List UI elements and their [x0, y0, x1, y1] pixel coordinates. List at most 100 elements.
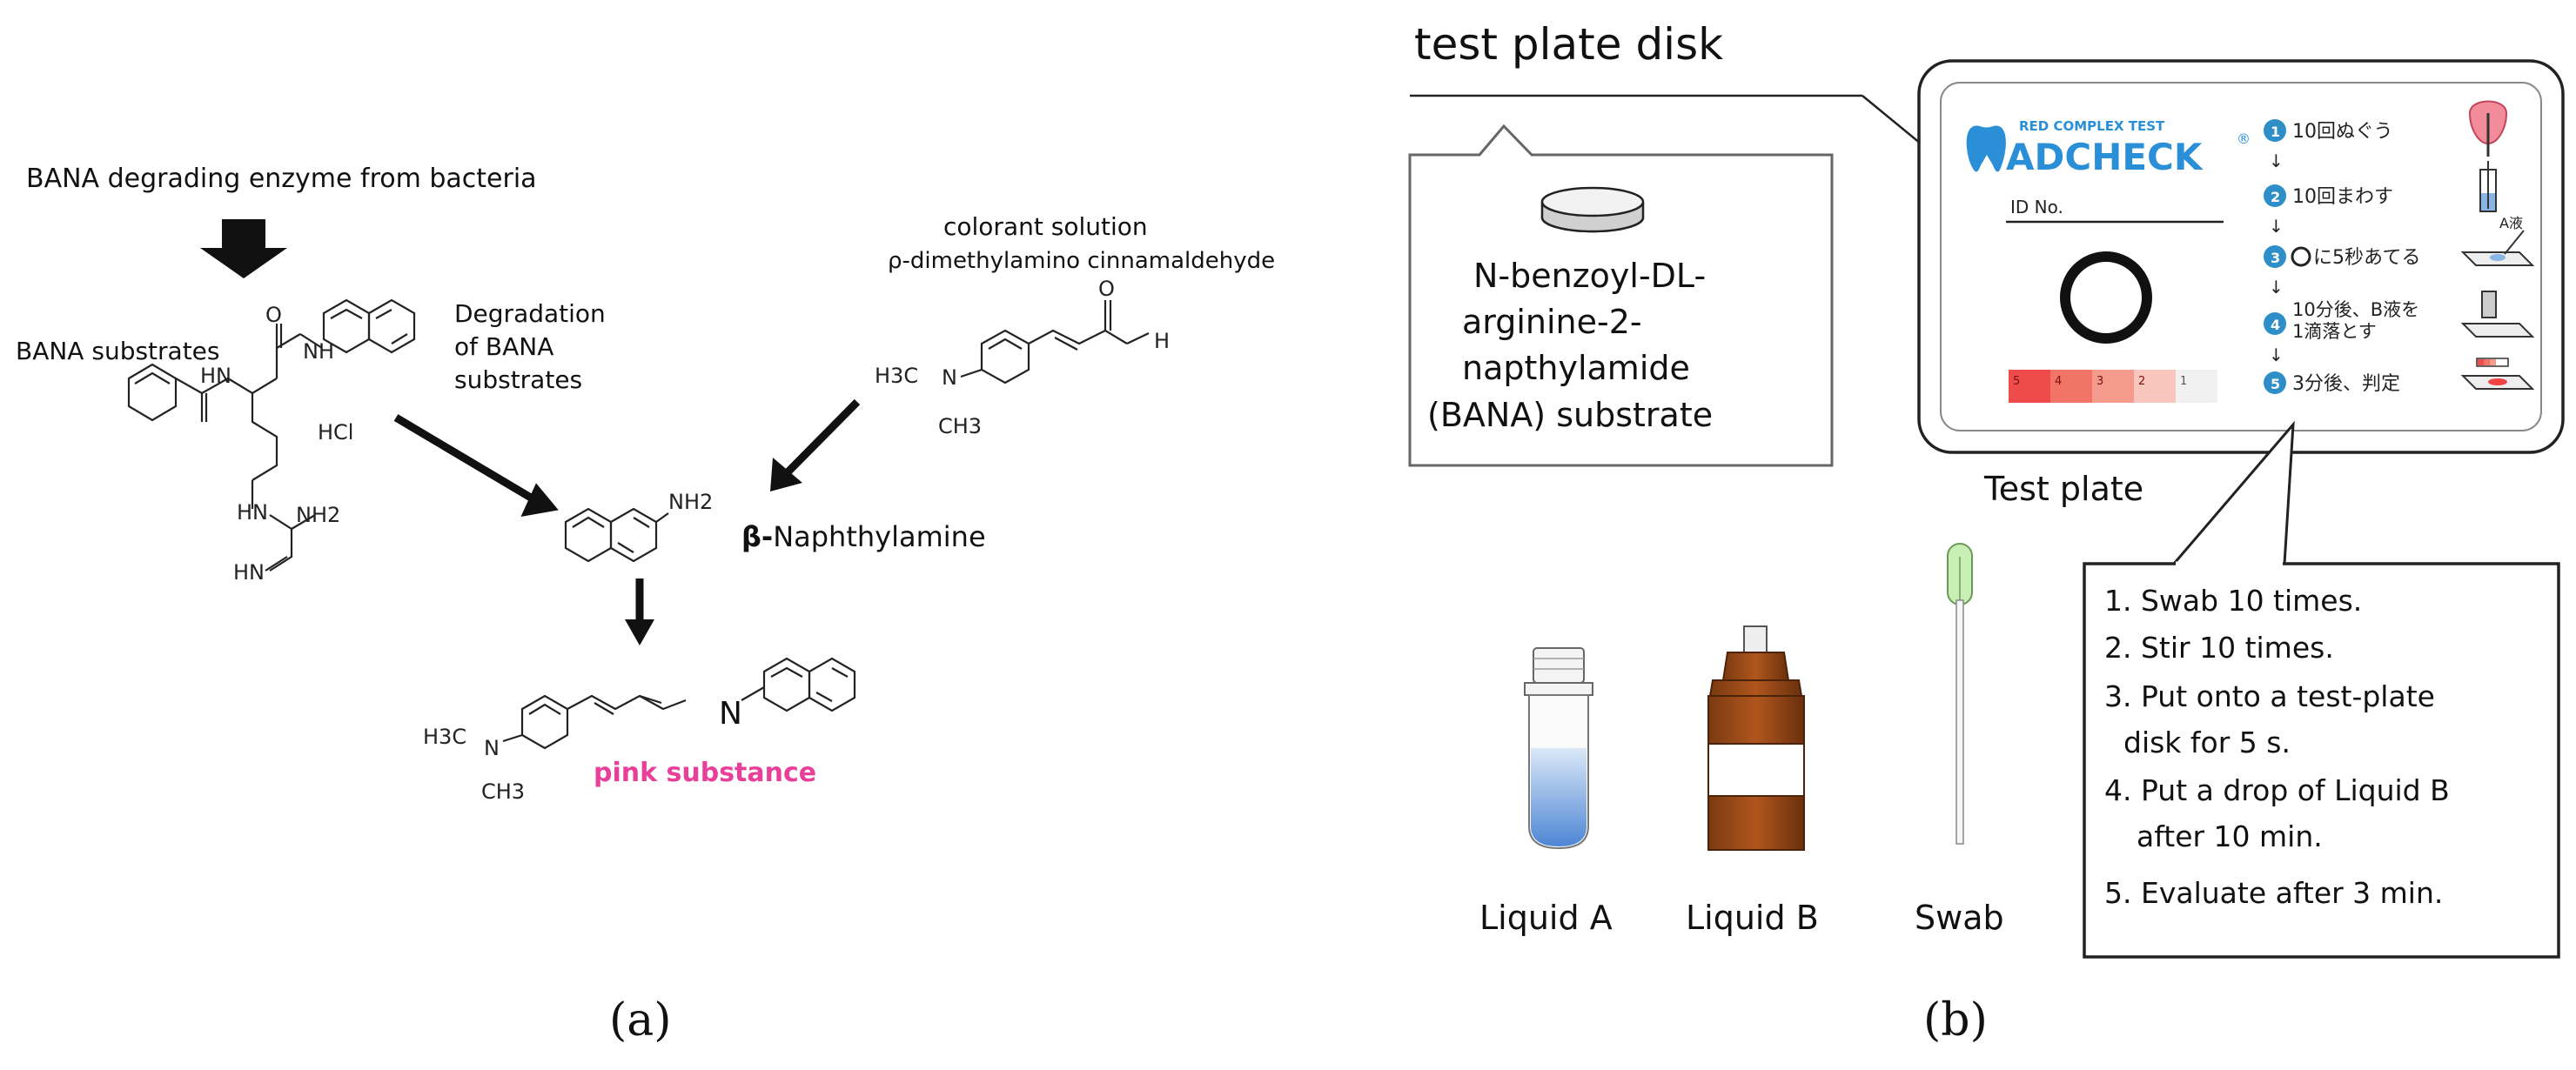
pink-substance-label: pink substance	[594, 758, 816, 788]
atom-hn1: HN	[200, 364, 231, 388]
tooth-logo	[1966, 125, 2006, 172]
step-4-num: 4	[2271, 317, 2280, 333]
step-2-num: 2	[2271, 189, 2280, 205]
atom-hn2: HN	[237, 500, 268, 525]
disk-desc-line4: (BANA) substrate	[1427, 396, 1713, 434]
panel-b: test plate disk N-benzoyl-DL- arginine-2…	[1408, 19, 2565, 1047]
bana-substrates-label: BANA substrates	[16, 337, 220, 365]
atom-nh2-amine: NH2	[668, 490, 713, 514]
color-scale: 5 4 3 2 1	[2009, 370, 2217, 403]
scale-label-5: 5	[2013, 375, 2020, 388]
bana-structure	[127, 298, 416, 572]
step-3-jp: に5秒あてる	[2313, 247, 2421, 269]
scale-4	[2050, 370, 2092, 403]
liquid-b-bottle	[1707, 625, 1805, 851]
instruction-4a: 4. Put a drop of Liquid B	[2104, 773, 2450, 807]
instruction-3b: disk for 5 s.	[2123, 726, 2291, 759]
plate-steps: 1 10回ぬぐう ↓ 2 10回まわす ↓ 3 に5秒あてる ↓ 4 10分後、…	[2264, 119, 2421, 395]
step-3-ring-icon	[2291, 246, 2311, 267]
plate-touch-icon	[2460, 230, 2535, 266]
scale-label-4: 4	[2055, 375, 2062, 388]
step-arrow-3: ↓	[2269, 277, 2284, 298]
step-5-jp: 3分後、判定	[2292, 373, 2400, 395]
a-liquid-icon-label: A液	[2499, 215, 2523, 231]
step-5-num: 5	[2271, 376, 2280, 392]
cinnamaldehyde-structure	[960, 300, 1150, 385]
step-3-circle	[2264, 245, 2286, 268]
disk-title: test plate disk	[1414, 19, 1723, 70]
instruction-2: 2. Stir 10 times.	[2104, 631, 2334, 665]
test-plate-inner	[1940, 82, 2542, 431]
pink-substance-structure	[502, 657, 856, 750]
disk-desc-line2: arginine-2-	[1462, 303, 1642, 341]
arrow-degradation	[393, 414, 542, 506]
enzyme-arrow	[200, 219, 287, 278]
caption-b: (b)	[1923, 994, 1988, 1047]
label-liquid-b: Liquid B	[1686, 899, 1819, 937]
step-4-circle	[2264, 312, 2286, 335]
id-label: ID No.	[2010, 197, 2063, 217]
naphthylamine-label: β-Naphthylamine	[741, 520, 986, 553]
brand-sub: RED COMPLEX TEST	[2019, 118, 2165, 134]
tube-stir-icon	[2479, 161, 2497, 212]
atom-nh2-sub: NH2	[296, 503, 340, 527]
atom-ch3-2: CH3	[481, 779, 525, 804]
atom-o-ald: O	[1098, 277, 1115, 301]
scale-label-1: 1	[2180, 375, 2187, 388]
atom-h3c: H3C	[875, 364, 918, 388]
panel-a: BANA degrading enzyme from bacteria BANA…	[16, 164, 1275, 1047]
disk-desc-line1: N-benzoyl-DL-	[1473, 257, 1706, 295]
atom-h3c2: H3C	[423, 725, 466, 749]
scale-5	[2009, 370, 2050, 403]
liquid-a-tube	[1524, 647, 1593, 850]
atom-n2: N	[484, 736, 500, 760]
step-arrow-4: ↓	[2269, 344, 2284, 365]
scale-label-2: 2	[2138, 375, 2145, 388]
step-4-jp-line2: 1滴落とす	[2292, 321, 2377, 342]
colorant-line2: ρ-dimethylamino cinnamaldehyde	[888, 248, 1275, 274]
step-icons: A液	[2460, 100, 2535, 390]
caption-a: (a)	[609, 994, 672, 1047]
tongue-icon	[2468, 100, 2508, 157]
atom-hn3: HN	[233, 560, 265, 585]
atom-h-ald: H	[1154, 329, 1170, 353]
instruction-callout	[2172, 420, 2295, 565]
degradation-line1: Degradation	[454, 299, 606, 328]
step-5-circle	[2264, 371, 2286, 394]
step-3-num: 3	[2271, 250, 2280, 266]
evaluate-icon	[2460, 358, 2535, 390]
step-arrow-2: ↓	[2269, 216, 2284, 237]
scale-2	[2134, 370, 2176, 403]
instruction-box	[2083, 562, 2560, 959]
naphthylamine-structure	[564, 507, 669, 563]
drop-bottle-icon	[2460, 291, 2535, 338]
atom-n: N	[942, 365, 957, 390]
atom-o: O	[265, 303, 282, 327]
scale-3	[2092, 370, 2134, 403]
brand-registered: ®	[2237, 130, 2251, 147]
hcl-label: HCl	[318, 420, 353, 445]
instruction-4b: after 10 min.	[2137, 819, 2323, 853]
scale-label-3: 3	[2096, 375, 2103, 388]
colorant-line1: colorant solution	[943, 212, 1148, 241]
enzyme-label: BANA degrading enzyme from bacteria	[26, 164, 537, 194]
degradation-line2: of BANA	[454, 332, 553, 361]
naphthylamine-beta: β-	[741, 520, 773, 553]
disk-desc-line3: napthylamide	[1462, 349, 1690, 387]
degradation-line3: substrates	[454, 365, 582, 394]
step-1-num: 1	[2271, 124, 2280, 140]
atom-ch3: CH3	[938, 414, 982, 438]
test-plate-label: Test plate	[1983, 470, 2143, 508]
instruction-3a: 3. Put onto a test-plate	[2104, 679, 2435, 713]
label-liquid-a: Liquid A	[1479, 899, 1613, 937]
atom-nh1: NH	[303, 339, 334, 364]
step-1-jp: 10回ぬぐう	[2292, 121, 2393, 143]
step-2-circle	[2264, 184, 2286, 207]
disk-callout	[1408, 124, 1834, 467]
label-swab: Swab	[1915, 899, 2004, 937]
step-arrow-1: ↓	[2269, 150, 2284, 171]
instruction-5: 5. Evaluate after 3 min.	[2104, 876, 2443, 910]
disk-icon	[1540, 186, 1645, 233]
test-disk-ring	[2060, 251, 2152, 344]
